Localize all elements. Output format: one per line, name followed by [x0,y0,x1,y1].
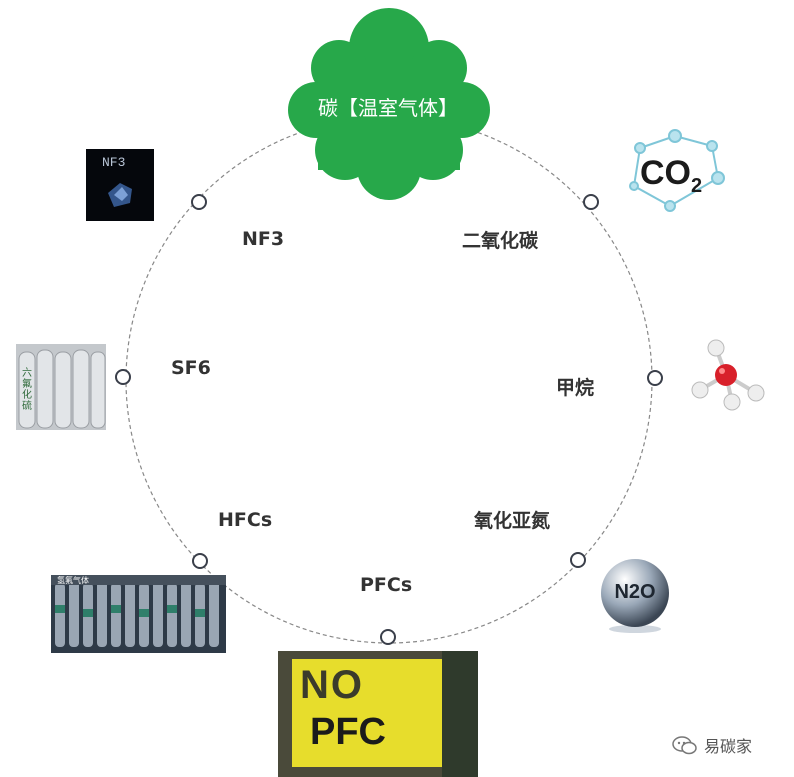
hfc-image: 氢氟气体 [51,575,226,653]
node-pfcs [380,629,396,645]
node-n2o [570,552,586,568]
watermark-text: 易碳家 [704,737,753,756]
center-title: 碳【温室气体】 [318,96,458,120]
nf3-image: NF3 [86,149,154,221]
label-ch4: 甲烷 [556,377,595,399]
co2-image: CO2 [620,118,732,218]
sf6-cylinder-text: 六氟化硫 [22,368,32,412]
label-n2o: 氧化亚氮 [474,510,551,532]
node-co2 [583,194,599,210]
co2-text: CO [640,154,691,192]
label-sf6: SF6 [171,357,211,379]
molecule-network-icon [629,129,725,212]
wechat-icon [672,736,697,755]
watermark: 易碳家 [672,733,752,757]
methane-molecule-icon [691,339,765,411]
nf3-text: NF3 [102,155,126,170]
n2o-image: N2O [597,557,673,635]
n2o-text: N2O [614,581,656,603]
co2-subscript: 2 [691,174,703,197]
pfc-text: PFC [310,711,386,753]
hfc-cylinders [51,575,226,653]
glass-sphere-icon [601,559,669,633]
node-nf3 [191,194,207,210]
sf6-cylinders [16,344,106,430]
ch4-image [686,338,768,412]
hfc-cylinder-text: 氢氟气体 [57,576,89,585]
sf6-image: 六氟化硫 [16,344,106,430]
node-ch4 [647,370,663,386]
node-hfcs [192,553,208,569]
label-co2: 二氧化碳 [462,230,539,252]
label-hfcs: HFCs [218,509,273,531]
label-pfcs: PFCs [360,574,413,596]
center-cloud [288,8,490,200]
nf3-crystal [108,183,132,207]
node-sf6 [115,369,131,385]
pfc-no-text: NO [300,663,364,707]
pfc-image: NO PFC [278,651,478,777]
label-nf3: NF3 [242,228,285,250]
